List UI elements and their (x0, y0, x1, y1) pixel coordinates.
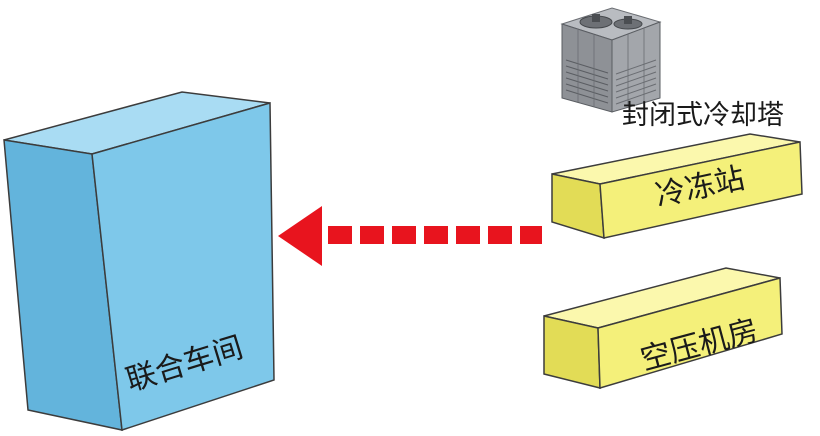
arrow-dash-7 (520, 226, 542, 244)
workshop-block: 联合车间 (3, 91, 275, 432)
compressor-left-face (543, 315, 601, 389)
compressor-front-face (597, 277, 783, 389)
cooling-tower-icon (560, 7, 662, 113)
arrow-dash-3 (392, 226, 416, 244)
air-compressor-room-block: 空压机房 (543, 267, 783, 389)
workshop-front-face (91, 102, 275, 432)
arrow-head (278, 206, 322, 266)
cooling-tower-label: 封闭式冷却塔 (622, 100, 784, 131)
arrow-dash-1 (328, 226, 352, 244)
chiller-station-block: 冷冻站 (551, 133, 803, 240)
chiller-front-face (599, 141, 803, 239)
arrow-dash-6 (488, 226, 512, 244)
arrow-dash-2 (360, 226, 384, 244)
arrow-dash-4 (424, 226, 448, 244)
arrow-dash-5 (456, 226, 480, 244)
chiller-left-face (551, 173, 605, 240)
arrow-left-icon (278, 206, 542, 266)
